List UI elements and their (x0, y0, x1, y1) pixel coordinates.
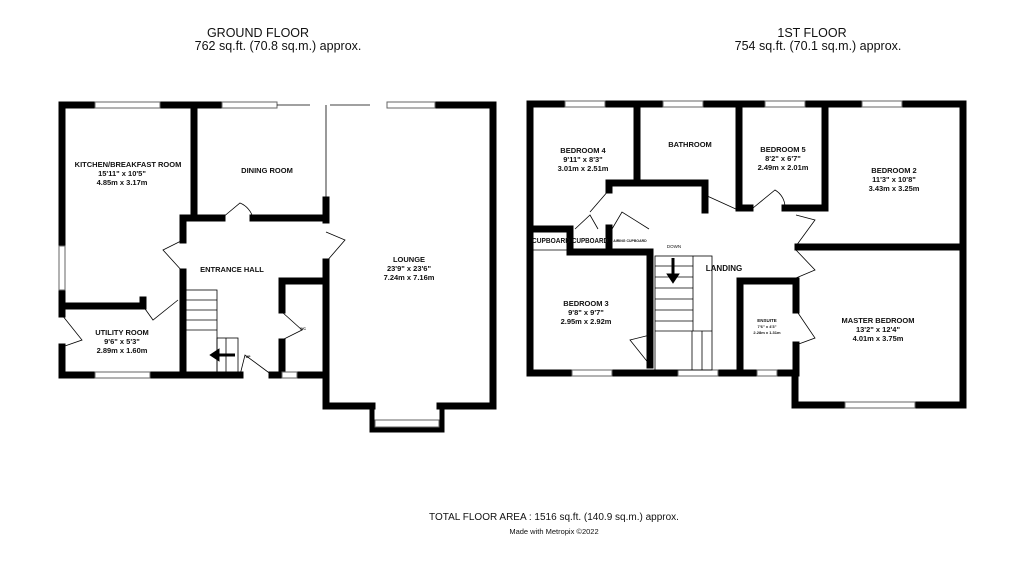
ground-floor-doors (61, 202, 346, 376)
svg-text:ENSUITE: ENSUITE (757, 318, 777, 323)
first-floor-windows (564, 100, 916, 409)
svg-text:9'8" x 9'7": 9'8" x 9'7" (568, 308, 604, 317)
room-airing-cupboard: AIRING CUPBOARD (613, 239, 647, 243)
svg-text:9'11" x 8'3": 9'11" x 8'3" (563, 155, 603, 164)
ground-floor-title: GROUND FLOOR (207, 26, 309, 40)
svg-text:UTILITY ROOM: UTILITY ROOM (95, 328, 149, 337)
room-master-bedroom: MASTER BEDROOM 13'2" x 12'4" 4.01m x 3.7… (842, 316, 915, 343)
ground-floor-stairs (185, 289, 239, 373)
svg-text:3.43m x 3.25m: 3.43m x 3.25m (869, 184, 920, 193)
svg-text:9'6" x 5'3": 9'6" x 5'3" (104, 337, 140, 346)
svg-text:LOUNGE: LOUNGE (393, 255, 425, 264)
stairs-down-label: DOWN (667, 244, 681, 249)
ground-floor-walls (58, 101, 497, 410)
svg-text:8'2" x 6'7": 8'2" x 6'7" (765, 154, 801, 163)
svg-text:2.95m x 2.92m: 2.95m x 2.92m (561, 317, 612, 326)
first-floor-labels: BEDROOM 4 9'11" x 8'3" 3.01m x 2.51m BAT… (532, 140, 920, 343)
svg-text:2.49m x 2.01m: 2.49m x 2.01m (758, 163, 809, 172)
total-floor-area: TOTAL FLOOR AREA : 1516 sq.ft. (140.9 sq… (429, 512, 679, 523)
first-floor-doors (530, 189, 816, 366)
room-cupboard-2: CUPBOARD (572, 238, 608, 245)
svg-text:23'9" x 23'6": 23'9" x 23'6" (387, 264, 431, 273)
svg-text:BEDROOM 4: BEDROOM 4 (560, 146, 606, 155)
ground-floor-area: 762 sq.ft. (70.8 sq.m.) approx. (195, 39, 362, 53)
stairs-arrow-icon (209, 348, 235, 362)
ground-floor-windows (58, 101, 445, 433)
svg-text:4.01m x 3.75m: 4.01m x 3.75m (853, 334, 904, 343)
svg-text:7.24m x 7.16m: 7.24m x 7.16m (384, 273, 435, 282)
room-kitchen: KITCHEN/BREAKFAST ROOM 15'11" x 10'5" 4.… (75, 160, 182, 187)
stairs-down-arrow-icon (666, 258, 680, 284)
ground-floor-labels: KITCHEN/BREAKFAST ROOM 15'11" x 10'5" 4.… (75, 160, 435, 359)
svg-text:KITCHEN/BREAKFAST ROOM: KITCHEN/BREAKFAST ROOM (75, 160, 182, 169)
svg-text:BEDROOM 5: BEDROOM 5 (760, 145, 805, 154)
room-bedroom-3: BEDROOM 3 9'8" x 9'7" 2.95m x 2.92m (561, 299, 612, 326)
first-floor-walls (526, 100, 967, 409)
first-floor-plan: BEDROOM 4 9'11" x 8'3" 3.01m x 2.51m BAT… (526, 100, 967, 409)
svg-text:2.28m x 1.31m: 2.28m x 1.31m (753, 330, 781, 335)
room-bedroom-2: BEDROOM 2 11'3" x 10'8" 3.43m x 3.25m (869, 166, 920, 193)
svg-text:7'6" x 4'3": 7'6" x 4'3" (757, 324, 776, 329)
first-floor-title: 1ST FLOOR (777, 26, 846, 40)
svg-text:13'2" x 12'4": 13'2" x 12'4" (856, 325, 900, 334)
room-lounge: LOUNGE 23'9" x 23'6" 7.24m x 7.16m (384, 255, 435, 282)
room-cupboard-1: CUPBOARD (532, 238, 570, 245)
room-utility: UTILITY ROOM 9'6" x 5'3" 2.89m x 1.60m (95, 328, 149, 355)
ground-floor-plan: KITCHEN/BREAKFAST ROOM 15'11" x 10'5" 4.… (58, 101, 497, 433)
first-floor-stairs (654, 255, 713, 371)
svg-text:11'3" x 10'8": 11'3" x 10'8" (872, 175, 916, 184)
first-floor-area: 754 sq.ft. (70.1 sq.m.) approx. (735, 39, 902, 53)
svg-text:3.01m x 2.51m: 3.01m x 2.51m (558, 164, 609, 173)
room-bedroom-4: BEDROOM 4 9'11" x 8'3" 3.01m x 2.51m (558, 146, 609, 173)
svg-text:BEDROOM 3: BEDROOM 3 (563, 299, 608, 308)
room-dining: DINING ROOM (241, 166, 293, 175)
svg-text:15'11" x 10'5": 15'11" x 10'5" (98, 169, 146, 178)
stairs-up-label: UP (246, 355, 252, 359)
room-bathroom: BATHROOM (668, 140, 712, 149)
room-wc: WC (300, 327, 306, 331)
room-landing: LANDING (706, 264, 742, 273)
svg-text:MASTER BEDROOM: MASTER BEDROOM (842, 316, 915, 325)
svg-text:BEDROOM 2: BEDROOM 2 (871, 166, 916, 175)
svg-text:2.89m x 1.60m: 2.89m x 1.60m (97, 346, 148, 355)
room-ensuite: ENSUITE 7'6" x 4'3" 2.28m x 1.31m (753, 318, 781, 335)
svg-text:4.85m x 3.17m: 4.85m x 3.17m (97, 178, 148, 187)
room-bedroom-5: BEDROOM 5 8'2" x 6'7" 2.49m x 2.01m (758, 145, 809, 172)
metropix-credit: Made with Metropix ©2022 (509, 527, 598, 536)
room-entrance-hall: ENTRANCE HALL (200, 265, 264, 274)
